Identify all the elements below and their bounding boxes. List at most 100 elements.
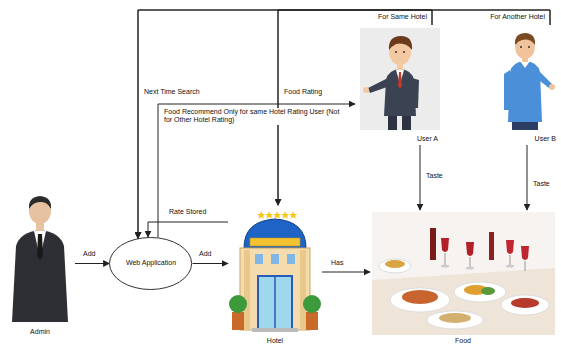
food-illustration-part	[506, 240, 514, 254]
hotel-illustration-part	[281, 211, 289, 219]
hotel-illustration-part	[287, 254, 295, 264]
connector-arrow	[278, 10, 432, 205]
food-illustration-part	[470, 257, 471, 268]
food-illustration-part	[439, 313, 471, 323]
food-illustration-part	[481, 287, 495, 295]
admin-illustration	[12, 196, 68, 322]
user-b-illustration-part	[515, 33, 535, 45]
user-figure: User B	[495, 25, 558, 145]
branch-note: For Another Hotel	[489, 13, 546, 21]
connector-arrow	[75, 263, 109, 264]
edge-label: Food Recommend Only for same Hotel Ratin…	[163, 108, 345, 125]
user-a-illustration-part	[360, 28, 440, 130]
ellipse-outline-shape	[110, 238, 192, 290]
user-b-illustration-part	[508, 61, 542, 122]
edge-label: Has	[330, 259, 344, 267]
food-illustration-part	[385, 260, 405, 268]
process-ellipse: Web Application	[109, 237, 192, 290]
connector-arrow	[148, 222, 228, 237]
user-a-illustration-part	[384, 69, 416, 116]
edge-label: Rate Stored	[168, 208, 207, 216]
user-b-illustration-part	[549, 84, 555, 90]
food-illustration-part	[372, 268, 555, 335]
food-illustration-part	[445, 253, 446, 266]
hotel-illustration-part	[232, 312, 244, 330]
food-illustration-part	[430, 228, 436, 260]
food-illustration-part	[372, 212, 555, 335]
hotel-illustration-part	[257, 211, 265, 219]
edge-label: Add	[198, 250, 212, 258]
food-illustration-part	[489, 232, 494, 260]
food-illustration-part	[525, 261, 526, 271]
food-illustration-part	[506, 265, 514, 268]
user-a-illustration-part	[368, 78, 390, 93]
node-caption: User A	[417, 135, 438, 143]
hotel-illustration-part	[289, 211, 297, 219]
food-illustration-part	[466, 267, 474, 270]
food-illustration-part	[427, 311, 483, 329]
user-b-illustration	[504, 33, 555, 130]
food-illustration-part	[521, 246, 529, 260]
admin-illustration-part	[37, 234, 43, 260]
user-b-illustration-part	[528, 46, 530, 48]
connector-arrow	[322, 272, 370, 273]
food-illustration-part	[441, 238, 449, 252]
process-label: Web Application	[126, 259, 176, 267]
admin-illustration-part	[12, 230, 68, 322]
food-figure: Food	[370, 210, 556, 347]
hotel-illustration-part	[271, 254, 279, 264]
admin-figure: Admin	[5, 195, 75, 338]
node-caption: Food	[455, 337, 471, 345]
food-illustration-part	[501, 295, 549, 315]
user-a-illustration-part	[403, 51, 405, 53]
hotel-illustration	[229, 211, 321, 332]
node-caption: Hotel	[267, 337, 283, 345]
admin-illustration-part	[29, 196, 51, 209]
user-a-illustration	[360, 28, 440, 130]
hotel-illustration-part	[306, 312, 318, 330]
hotel-illustration-part	[274, 276, 276, 330]
connector-arrow	[138, 10, 432, 238]
food-illustration	[372, 212, 555, 335]
node-caption: User B	[535, 135, 556, 143]
connector-arrow	[420, 145, 421, 210]
hotel-illustration-part	[255, 254, 263, 264]
hotel-figure: Hotel	[228, 205, 322, 347]
hotel-illustration-part	[273, 211, 281, 219]
user-b-illustration-part	[520, 46, 522, 48]
food-illustration-part	[402, 290, 438, 304]
user-figure: User A	[355, 25, 440, 145]
edge-label: Next Time Search	[143, 88, 201, 96]
food-illustration-part	[510, 255, 511, 266]
user-b-illustration-part	[504, 70, 510, 110]
edge-label: Taste	[532, 180, 551, 188]
edge-label: Add	[82, 250, 96, 258]
food-illustration-part	[390, 288, 450, 312]
hotel-illustration-part	[252, 328, 298, 332]
user-a-illustration-part	[389, 36, 412, 50]
connector-arrow	[278, 10, 550, 205]
edge-label: Taste	[425, 172, 444, 180]
hotel-illustration-part	[240, 248, 310, 330]
user-a-illustration-part	[398, 72, 402, 89]
user-a-illustration-part	[363, 87, 369, 93]
node-caption: Admin	[30, 328, 50, 336]
connector-arrow	[158, 104, 355, 237]
hotel-illustration-part	[300, 250, 306, 330]
food-illustration-part	[441, 265, 449, 268]
hotel-illustration-part	[244, 250, 250, 330]
connector-arrow	[527, 145, 528, 210]
hotel-illustration-part	[265, 211, 273, 219]
edge-label: Food Rating	[283, 88, 323, 96]
food-illustration-part	[379, 259, 411, 273]
hotel-illustration-part	[258, 276, 292, 330]
branch-note: For Same Hotel	[377, 13, 428, 21]
hotel-illustration-part	[303, 295, 321, 313]
food-illustration-part	[511, 298, 539, 308]
food-illustration-part	[454, 282, 506, 302]
hotel-illustration-part	[244, 219, 306, 248]
